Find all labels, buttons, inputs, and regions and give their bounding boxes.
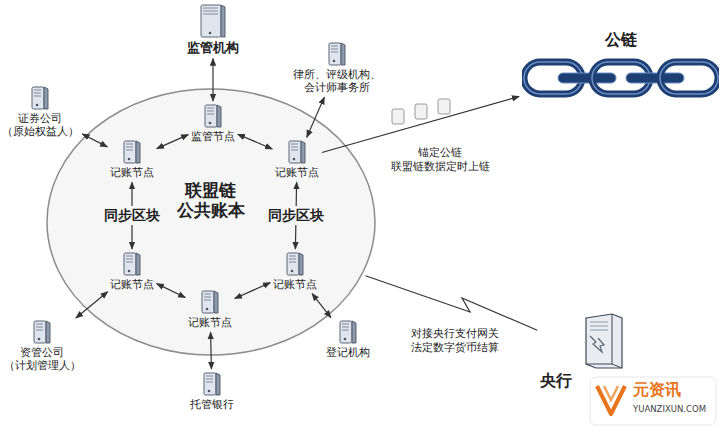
edge-label: 同步区块: [102, 206, 162, 226]
chain-illustration: [522, 53, 719, 105]
server-node: 监管节点: [191, 104, 235, 143]
server-node: 资管公司 （计划管理人）: [2, 320, 81, 372]
public-chain: 公链: [522, 30, 719, 105]
node-label: 登记机构: [326, 346, 370, 359]
edge-label: 锚定公链 联盟链数据定时上链: [387, 145, 492, 175]
server-node: 托管银行: [190, 372, 234, 411]
server-icon: [339, 320, 357, 344]
server-node: 记账节点: [110, 140, 154, 179]
server-node: 记账节点: [273, 252, 317, 291]
connector-arrow: [212, 59, 213, 101]
block-icons: [392, 99, 450, 124]
server-icon: [204, 104, 222, 128]
connector-arrow: [322, 96, 519, 152]
watermark-text: YUANZIXUN.COM: [633, 405, 706, 414]
node-label: 记账节点: [188, 316, 232, 329]
node-label: 公链: [605, 30, 637, 49]
node-label: 记账节点: [273, 278, 317, 291]
server-node: 监管机构: [187, 4, 239, 56]
server-icon: [203, 372, 221, 396]
node-label: 记账节点: [110, 278, 154, 291]
server-icon: [286, 252, 304, 276]
central-bank-server-icon: [582, 312, 624, 370]
server-node: 登记机构: [326, 320, 370, 359]
server-icon: [200, 4, 226, 38]
node-label: 监管节点: [191, 130, 235, 143]
server-icon: [288, 140, 306, 164]
server-node: 记账节点: [188, 290, 232, 329]
lightning-link: [366, 276, 538, 331]
node-label: 证券公司 （原始权益人）: [0, 112, 79, 138]
node-label: 联盟链 公共账本: [175, 180, 246, 221]
edge-label: 对接央行支付网关 法定数字货币结算: [408, 326, 502, 356]
ellipse-outline: [46, 88, 376, 356]
node-label: 监管机构: [187, 40, 239, 56]
node-label: 资管公司 （计划管理人）: [2, 346, 81, 372]
server-node: 记账节点: [275, 140, 319, 179]
node-label: 记账节点: [110, 166, 154, 179]
edge-label: 同步区块: [266, 206, 326, 226]
node-label: 律所、评级机构、 会计师事务所: [292, 68, 382, 94]
server-icon: [33, 320, 51, 344]
watermark-text: 元资讯: [633, 381, 681, 399]
ledger-ellipse: 联盟链 公共账本监管节点记账节点记账节点记账节点记账节点记账节点: [46, 88, 376, 356]
server-icon: [123, 252, 141, 276]
server-node: 律所、评级机构、 会计师事务所: [292, 42, 382, 94]
server-icon: [328, 42, 346, 66]
server-icon: [123, 140, 141, 164]
node-label: 央行: [540, 371, 572, 390]
node-label: 托管银行: [190, 398, 234, 411]
server-icon: [31, 86, 49, 110]
server-icon: [201, 290, 219, 314]
watermark-badge: [590, 377, 716, 425]
node-label: 记账节点: [275, 166, 319, 179]
server-node: 记账节点: [110, 252, 154, 291]
server-node: 证券公司 （原始权益人）: [0, 86, 79, 138]
central-bank-server: 央行: [540, 312, 632, 390]
